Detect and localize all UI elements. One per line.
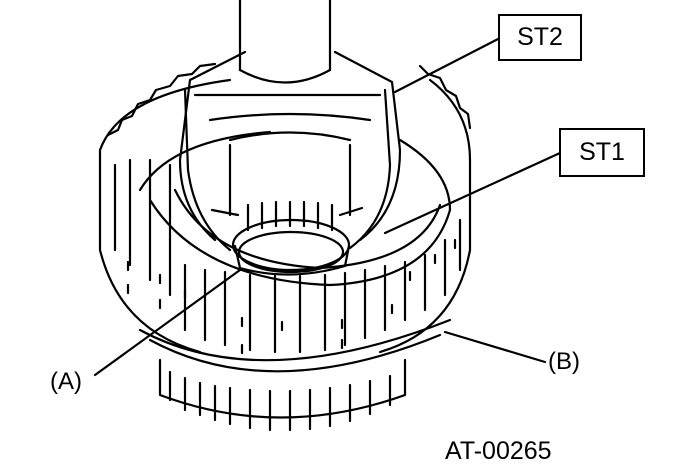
clutch-drum	[98, 62, 472, 373]
st2-callout: ST2	[498, 14, 582, 61]
lower-spline-hub	[158, 358, 407, 432]
leader-line-b	[443, 330, 547, 364]
st1-label: ST1	[579, 138, 625, 166]
leader-line-a	[93, 268, 242, 377]
part-a-label: (A)	[50, 368, 82, 395]
figure-code: AT-00265	[445, 437, 552, 465]
special-tool-st1	[231, 200, 351, 276]
part-b-label: (B)	[548, 348, 580, 375]
st1-callout: ST1	[559, 128, 645, 177]
leader-line-st1	[383, 151, 562, 235]
special-tool-st2	[178, 0, 402, 252]
st2-label: ST2	[517, 23, 563, 51]
leader-line-st2	[393, 36, 502, 94]
